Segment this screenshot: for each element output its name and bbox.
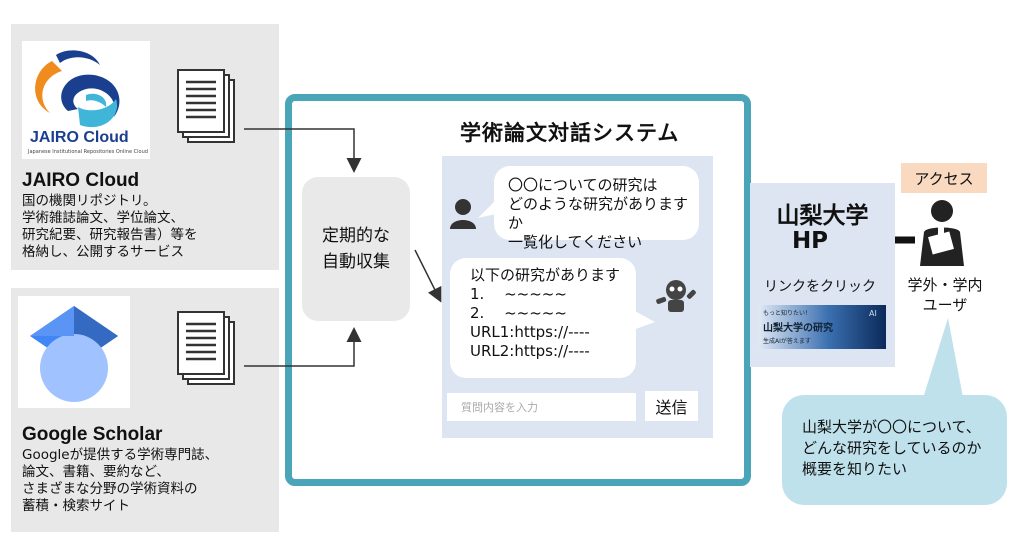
google-scholar-logo [18, 296, 130, 408]
robot-icon [652, 278, 700, 318]
thought-bubble-tail [920, 318, 965, 408]
scholar-description: Googleが提供する学術専門誌、 論文、書籍、要約など、 さまざまな分野の学術… [22, 447, 219, 514]
jairo-cloud-logo: JAIRO Cloud Japanese Institutional Repos… [22, 41, 150, 159]
research-ai-banner[interactable]: もっと知りたい！ 山梨大学の研究 生成AIが答えます AI [759, 305, 886, 349]
user-label: 学外・学内 ユーザ [907, 276, 983, 314]
user-bubble-tail [478, 200, 496, 218]
scholar-title: Google Scholar [22, 424, 163, 445]
system-title: 学術論文対話システム [460, 121, 680, 145]
document-stack-icon [176, 68, 238, 146]
user-thought-bubble: 山梨大学が〇〇について、 どんな研究をしているのか 概要を知りたい [782, 395, 1007, 505]
banner-ai-label: AI [869, 309, 877, 318]
user-person-icon [916, 198, 968, 266]
link-click-label: リンクをクリック [764, 279, 876, 295]
bot-bubble-tail [633, 310, 655, 330]
document-stack-icon [176, 310, 238, 388]
jairo-logo-text: JAIRO Cloud [30, 129, 129, 146]
question-input[interactable]: 質問内容を入力 [447, 393, 636, 421]
bot-message-bubble: 以下の研究があります 1. ~~~~~ 2. ~~~~~ URL1:https:… [450, 258, 636, 378]
banner-line2: 山梨大学の研究 [763, 323, 833, 334]
user-message-bubble: 〇〇についての研究は どのような研究がありますか 一覧化してください [494, 166, 699, 251]
university-hp-label: HP [791, 228, 829, 254]
jairo-logo-subtext: Japanese Institutional Repositories Onli… [28, 149, 148, 155]
auto-collect-box: 定期的な 自動収集 [302, 177, 410, 321]
jairo-title: JAIRO Cloud [22, 170, 140, 191]
send-button[interactable]: 送信 [645, 391, 698, 421]
user-icon [448, 197, 478, 229]
jairo-description: 国の機関リポジトリ。 学術雑誌論文、学位論文、 研究紀要、研究報告書）等を 格納… [22, 193, 198, 260]
access-label: アクセス [901, 163, 987, 193]
university-title: 山梨大学 [776, 203, 869, 229]
banner-line1: もっと知りたい！ [763, 310, 812, 317]
banner-line3: 生成AIが答えます [763, 338, 811, 345]
